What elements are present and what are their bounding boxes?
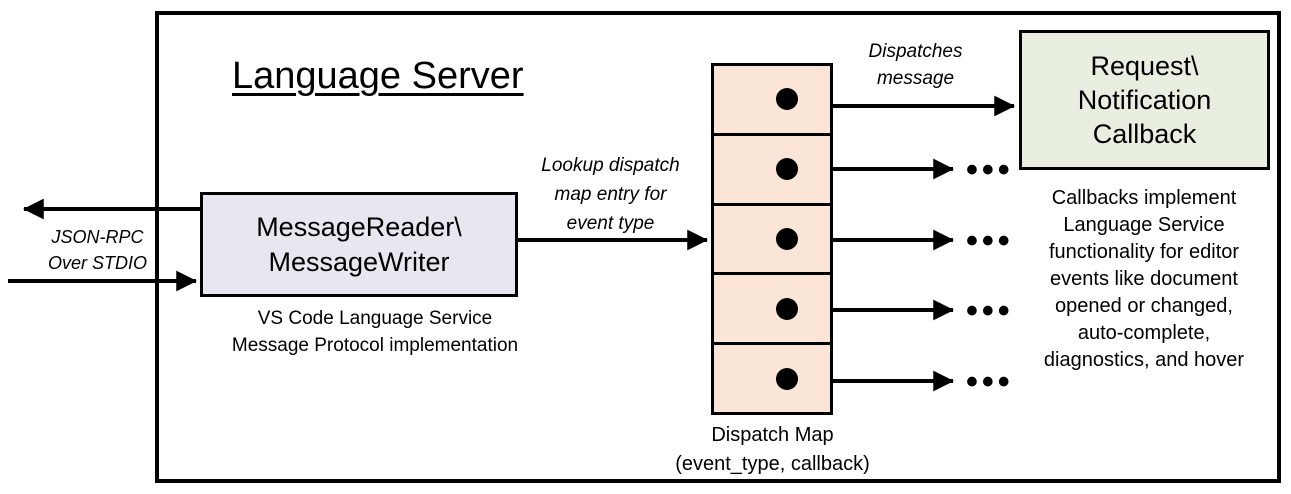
language-server-boundary bbox=[155, 11, 1281, 483]
callback-caption-line2: Language Service bbox=[1063, 214, 1225, 236]
language-server-title: Language Server bbox=[232, 55, 524, 97]
message-box-caption: VS Code Language Service Message Protoco… bbox=[200, 305, 550, 359]
jsonrpc-edge-label: JSON-RPC Over STDIO bbox=[30, 224, 165, 276]
callback-box-line1: Request\ bbox=[1090, 51, 1199, 81]
callback-pointer-dot-icon bbox=[776, 367, 798, 390]
dispatch-map-row[interactable] bbox=[714, 206, 830, 276]
callback-caption-line7: diagnostics, and hover bbox=[1043, 349, 1245, 371]
jsonrpc-label-line2: Over STDIO bbox=[47, 253, 147, 273]
message-box-line1: MessageReader\ bbox=[256, 211, 462, 242]
callback-pointer-dot-icon bbox=[776, 227, 798, 250]
lookup-label-line2: map entry for bbox=[554, 184, 667, 205]
dispatch-map-caption: Dispatch Map (event_type, callback) bbox=[640, 421, 905, 479]
dispatch-map-row[interactable] bbox=[714, 66, 830, 136]
lookup-label-line3: event type bbox=[566, 213, 655, 234]
callback-pointer-dot-icon bbox=[776, 88, 798, 111]
message-box-line2: MessageWriter bbox=[268, 246, 450, 277]
callback-box-line2: Notification bbox=[1077, 85, 1212, 115]
callback-pointer-dot-icon bbox=[776, 297, 798, 320]
dispatch-map-row[interactable] bbox=[714, 345, 830, 412]
lookup-label-line1: Lookup dispatch bbox=[541, 155, 680, 176]
dispatch-map-table[interactable] bbox=[711, 63, 833, 415]
dispatches-label-line1: Dispatches bbox=[868, 41, 963, 62]
dispatch-caption-line1: Dispatch Map bbox=[711, 424, 834, 446]
callback-caption-line6: auto-complete, bbox=[1077, 322, 1211, 344]
message-caption-line2: Message Protocol implementation bbox=[231, 335, 519, 356]
dispatches-message-edge-label: Dispatches message bbox=[838, 38, 993, 92]
dispatch-caption-line2: (event_type, callback) bbox=[675, 453, 870, 475]
lookup-edge-label: Lookup dispatch map entry for event type bbox=[518, 151, 703, 238]
callback-caption-line4: events like document bbox=[1050, 268, 1238, 290]
jsonrpc-label-line1: JSON-RPC bbox=[51, 227, 144, 247]
callback-box-caption: Callbacks implement Language Service fun… bbox=[1008, 185, 1280, 374]
callback-caption-line3: functionality for editor bbox=[1048, 241, 1240, 263]
callback-box-line3: Callback bbox=[1092, 119, 1197, 149]
dispatch-map-row[interactable] bbox=[714, 275, 830, 346]
callback-caption-line5: opened or changed, bbox=[1055, 295, 1233, 317]
message-caption-line1: VS Code Language Service bbox=[257, 308, 493, 329]
request-notification-callback-box[interactable]: Request\ Notification Callback bbox=[1019, 30, 1270, 170]
callback-caption-line1: Callbacks implement bbox=[1051, 187, 1237, 209]
callback-pointer-dot-icon bbox=[776, 158, 798, 181]
dispatch-map-row[interactable] bbox=[714, 136, 830, 206]
message-reader-writer-box[interactable]: MessageReader\ MessageWriter bbox=[200, 192, 518, 297]
dispatches-label-line2: message bbox=[876, 68, 955, 89]
